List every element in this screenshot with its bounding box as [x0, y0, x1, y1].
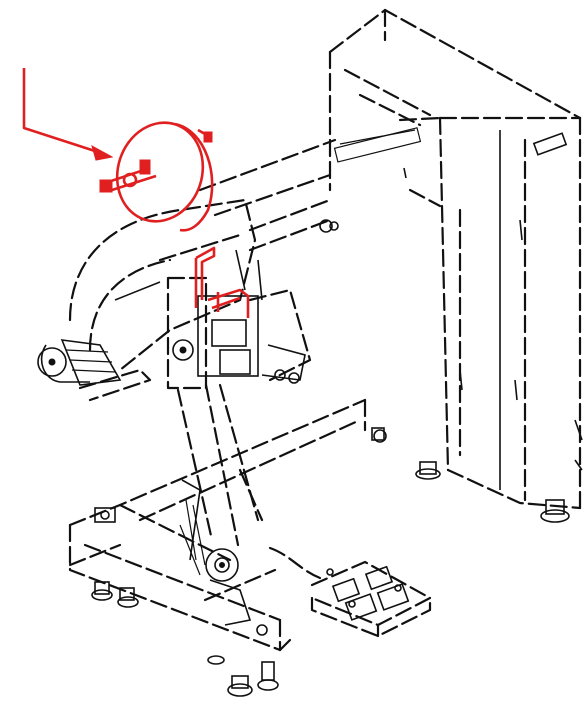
cable	[268, 546, 322, 580]
horizontal-beam	[198, 138, 339, 252]
highlighted-bracket	[194, 246, 250, 318]
support-column	[176, 383, 260, 576]
callout-arrow-icon	[22, 68, 114, 161]
cabinet	[328, 8, 583, 523]
central-mechanism	[166, 249, 312, 390]
foot-pedal	[310, 560, 432, 638]
head-housing	[37, 198, 257, 402]
base-frame	[68, 398, 387, 697]
highlighted-reel-icon	[99, 121, 214, 232]
